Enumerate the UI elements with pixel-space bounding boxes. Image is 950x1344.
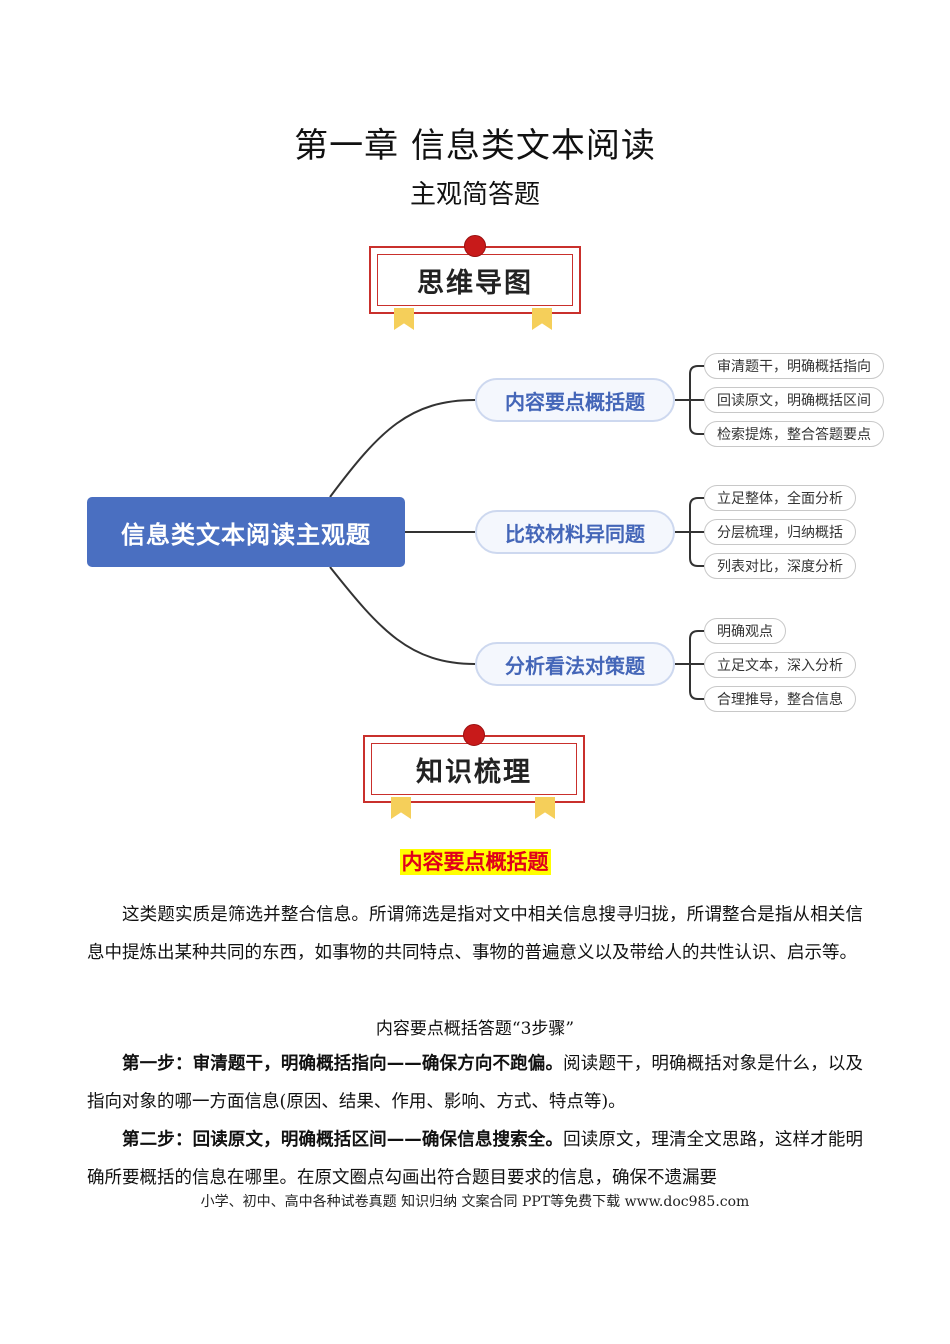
banner-pin-icon xyxy=(463,724,485,746)
page-footer: 小学、初中、高中各种试卷真题 知识归纳 文案合同 PPT等免费下载 www.do… xyxy=(200,1194,750,1210)
step1-paragraph: 第一步：审清题干，明确概括指向——确保方向不跑偏。阅读题干，明确概括对象是什么，… xyxy=(87,1045,863,1121)
mindmap-leaf: 合理推导，整合信息 xyxy=(704,686,856,712)
mindmap-leaf: 回读原文，明确概括区间 xyxy=(704,387,884,413)
section-heading-text: 内容要点概括题 xyxy=(399,849,551,875)
mindmap-leaf: 立足整体，全面分析 xyxy=(704,485,856,511)
mindmap-branch: 比较材料异同题 xyxy=(475,510,675,554)
mindmap-leaf: 检索提炼，整合答题要点 xyxy=(704,421,884,447)
ribbon-icon xyxy=(535,797,555,819)
banner-label: 思维导图 xyxy=(377,254,573,306)
section-heading: 内容要点概括题 xyxy=(0,846,950,876)
mindmap-leaf: 分层梳理，归纳概括 xyxy=(704,519,856,545)
knowledge-banner: 知识梳理 xyxy=(363,724,585,819)
ribbon-icon xyxy=(394,308,414,330)
mindmap-leaf: 立足文本，深入分析 xyxy=(704,652,856,678)
mindmap-leaf: 审清题干，明确概括指向 xyxy=(704,353,884,379)
mindmap-leaf: 明确观点 xyxy=(704,618,786,644)
step1-lead: 第一步：审清题干，明确概括指向——确保方向不跑偏。 xyxy=(122,1054,564,1074)
mindmap-root: 信息类文本阅读主观题 xyxy=(87,497,405,567)
banner-pin-icon xyxy=(464,235,486,257)
connector-root-branch1 xyxy=(329,399,476,498)
banner-frame: 思维导图 xyxy=(369,246,581,314)
ribbon-icon xyxy=(532,308,552,330)
mindmap-banner: 思维导图 xyxy=(369,235,581,330)
banner-frame: 知识梳理 xyxy=(363,735,585,803)
connector-root-branch3 xyxy=(329,566,476,665)
ribbon-icon xyxy=(391,797,411,819)
steps-title: 内容要点概括答题“3步骤” xyxy=(375,1019,575,1039)
mindmap-connectors xyxy=(329,365,704,700)
page-title: 第一章 信息类文本阅读 xyxy=(294,126,656,166)
step2-paragraph: 第二步：回读原文，明确概括区间——确保信息搜索全。回读原文，理清全文思路，这样才… xyxy=(87,1121,863,1197)
step2-lead: 第二步：回读原文，明确概括区间——确保信息搜索全。 xyxy=(122,1130,564,1150)
mindmap-branch: 分析看法对策题 xyxy=(475,642,675,686)
intro-paragraph: 这类题实质是筛选并整合信息。所谓筛选是指对文中相关信息搜寻归拢，所谓整合是指从相… xyxy=(87,905,863,963)
mindmap-branch: 内容要点概括题 xyxy=(475,378,675,422)
mindmap-leaf: 列表对比，深度分析 xyxy=(704,553,856,579)
step1-body: 阅读题干，明确概括对象是什么，以及指向对象的哪一方面信息(原因、结果、作用、影响… xyxy=(87,1054,864,1112)
banner-label: 知识梳理 xyxy=(371,743,577,795)
page-subtitle: 主观简答题 xyxy=(409,180,540,210)
step2-body: 回读原文，理清全文思路，这样才能明确所要概括的信息在哪里。在原文圈点勾画出符合题… xyxy=(87,1130,863,1188)
